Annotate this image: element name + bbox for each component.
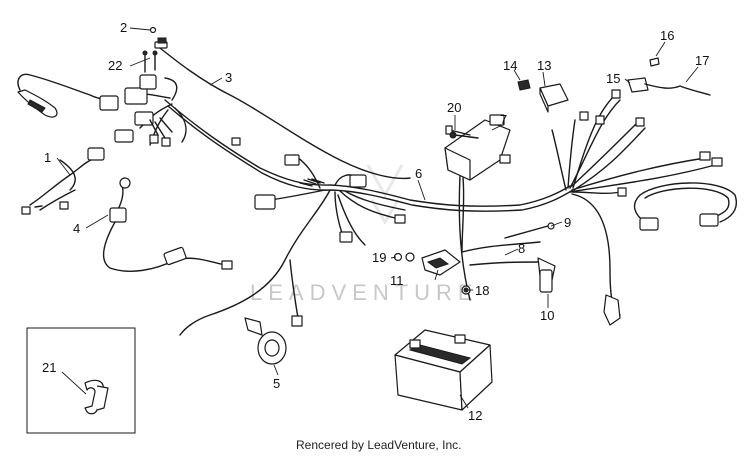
callout-16: 16 — [660, 28, 674, 43]
leader-lines — [56, 27, 699, 409]
harness-connector — [142, 26, 168, 73]
fuse-holder — [517, 79, 531, 91]
callout-18: 18 — [475, 283, 489, 298]
callout-9: 9 — [564, 215, 571, 230]
callout-10: 10 — [540, 308, 554, 323]
horn — [244, 315, 303, 365]
callout-labels: 1 2 3 4 5 6 7 8 9 10 11 12 13 14 15 16 1… — [42, 20, 709, 423]
harness-connectors — [231, 137, 406, 243]
callout-17: 17 — [695, 53, 709, 68]
flasher-relay — [627, 77, 711, 96]
callout-4: 4 — [73, 221, 80, 236]
callout-15: 15 — [606, 71, 620, 86]
callout-1: 1 — [44, 150, 51, 165]
callout-21: 21 — [42, 360, 56, 375]
callout-8: 8 — [518, 241, 525, 256]
callout-5: 5 — [273, 376, 280, 391]
callout-19: 19 — [372, 250, 386, 265]
cdi-unit — [444, 114, 511, 181]
callout-12: 12 — [468, 408, 482, 423]
starter-relay — [539, 83, 569, 113]
extension-harness — [633, 182, 737, 231]
inset-box — [26, 327, 136, 434]
callout-2: 2 — [120, 20, 127, 35]
callout-11: 11 — [390, 273, 404, 288]
battery — [394, 329, 493, 411]
handlebar-switch — [17, 73, 173, 147]
wire-terminals — [579, 89, 723, 326]
neutral-switch — [102, 177, 233, 272]
callout-3: 3 — [225, 70, 232, 85]
callout-13: 13 — [537, 58, 551, 73]
switch-harness — [21, 147, 105, 215]
callout-14: 14 — [503, 58, 517, 73]
fuse — [649, 57, 660, 67]
callout-20: 20 — [447, 100, 461, 115]
callout-22: 22 — [108, 58, 122, 73]
callout-7: 7 — [500, 112, 507, 127]
bolt — [449, 131, 479, 139]
watermark-text: LEADVENTURE — [250, 280, 479, 305]
callout-6: 6 — [415, 166, 422, 181]
credit-text: Rencered by LeadVenture, Inc. — [296, 438, 461, 452]
main-wiring-harness — [129, 47, 716, 336]
voltage-regulator — [405, 249, 471, 295]
